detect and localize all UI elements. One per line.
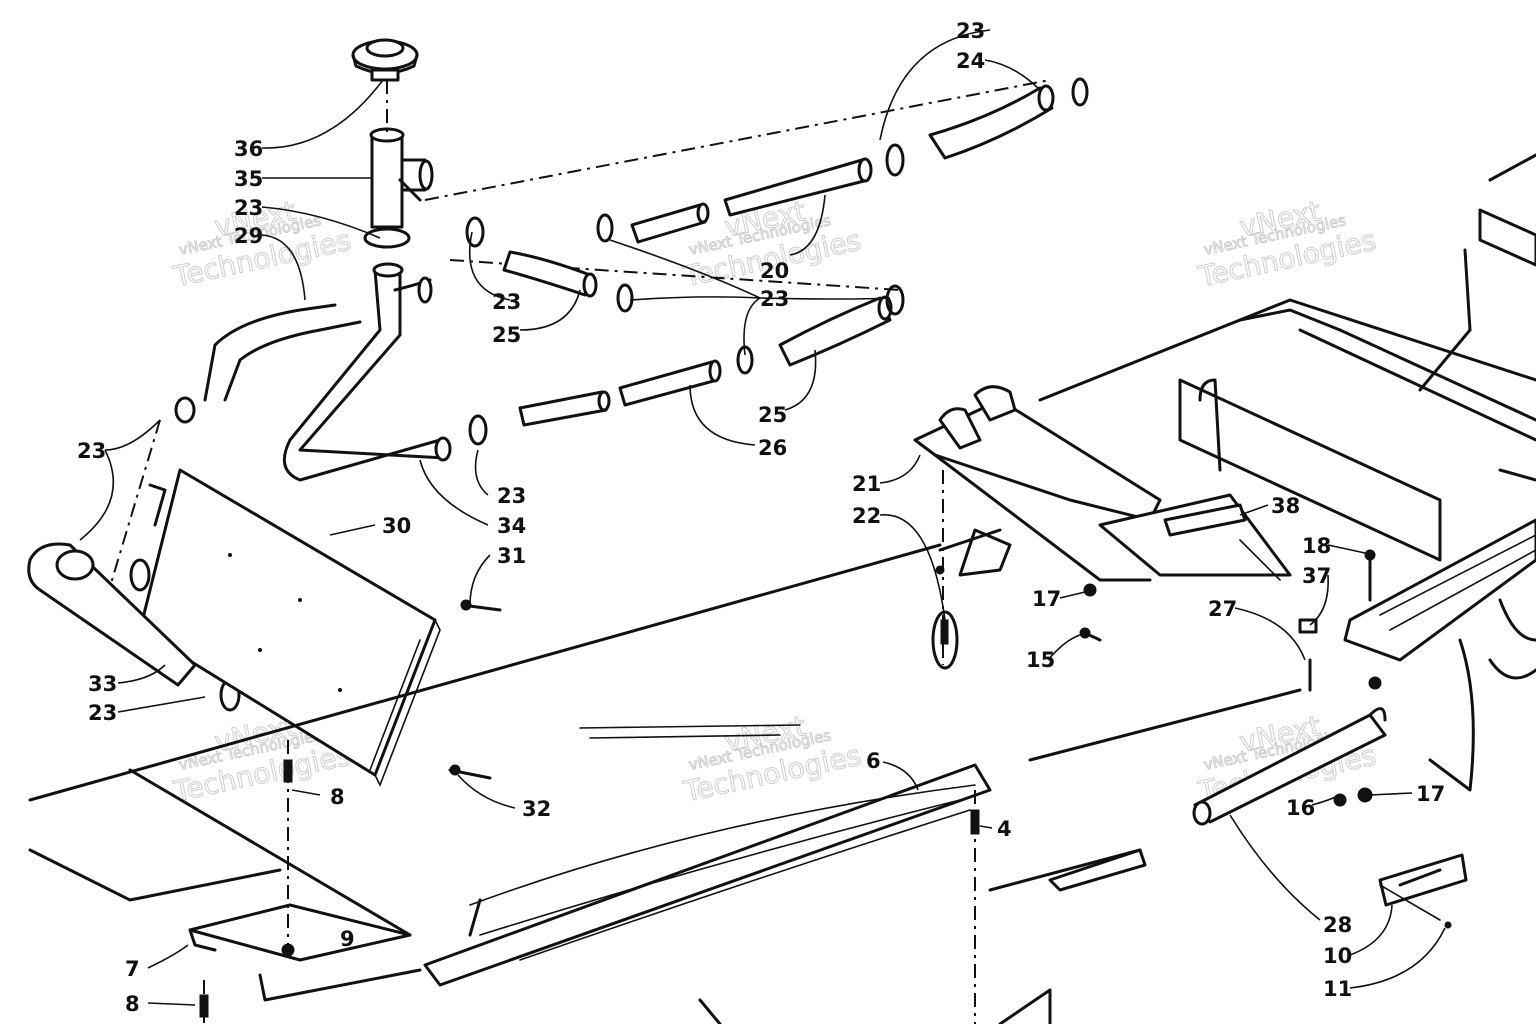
callout-label: 38 <box>1271 494 1300 518</box>
axis-line <box>449 259 901 291</box>
callout-label: 17 <box>1032 587 1061 611</box>
callout-label: 21 <box>852 472 881 496</box>
callout-label: 23 <box>77 439 106 463</box>
callout-label: 16 <box>1286 796 1315 820</box>
callout-label: 31 <box>497 544 526 568</box>
watermark: vNext Technologies vNext Technologies <box>680 709 865 809</box>
axis-line <box>424 79 1051 201</box>
callout-label: 24 <box>956 49 985 73</box>
callout-label: 30 <box>382 514 411 538</box>
watermark: vNext Technologies vNext Technologies <box>1195 194 1380 294</box>
hose-25-right <box>778 295 893 367</box>
bracket-7 <box>188 903 412 962</box>
small-fasteners <box>931 470 1382 807</box>
drain-fittings <box>448 599 502 780</box>
callout-label: 26 <box>758 436 787 460</box>
running-board <box>423 763 1147 987</box>
callout-label: 23 <box>956 19 985 43</box>
callout-label: 28 <box>1323 913 1352 937</box>
callout-label: 8 <box>330 785 345 809</box>
callout-label: 33 <box>88 672 117 696</box>
callout-labels: 36 35 23 29 23 25 20 23 24 23 25 26 23 3… <box>77 19 1445 1016</box>
callout-label: 27 <box>1208 597 1237 621</box>
callout-label: 6 <box>866 749 881 773</box>
hose-29 <box>203 303 362 402</box>
callout-label: 7 <box>125 957 140 981</box>
callout-label: 22 <box>852 504 881 528</box>
callout-label: 23 <box>492 290 521 314</box>
rear-frame <box>1038 153 1536 792</box>
callout-label: 32 <box>522 797 551 821</box>
callout-label: 10 <box>1323 944 1352 968</box>
chassis-tunnel <box>28 543 1302 1024</box>
callout-label: 11 <box>1323 977 1352 1001</box>
callout-label: 35 <box>234 167 263 191</box>
hose-25-left <box>502 250 598 298</box>
callout-label: 23 <box>760 287 789 311</box>
callout-label: 9 <box>340 927 355 951</box>
callout-label: 15 <box>1026 648 1055 672</box>
bracket-21 <box>913 385 1162 582</box>
seat-bracket-38 <box>1098 493 1292 581</box>
leader-lines <box>79 29 1446 1006</box>
callout-label: 23 <box>234 196 263 220</box>
callout-label: 29 <box>234 224 263 248</box>
hose-26-lower <box>518 359 722 427</box>
callout-label: 8 <box>125 992 140 1016</box>
plate-10 <box>1378 853 1468 929</box>
hose-33 <box>27 483 197 687</box>
callout-label: 18 <box>1302 534 1331 558</box>
filler-neck <box>363 127 434 249</box>
radiator <box>138 468 441 787</box>
radiator-cap <box>351 38 419 82</box>
callout-label: 4 <box>997 817 1012 841</box>
callout-label: 17 <box>1416 782 1445 806</box>
callout-label: 34 <box>497 514 526 538</box>
callout-label: 23 <box>88 701 117 725</box>
callout-label: 37 <box>1302 564 1331 588</box>
callout-label: 23 <box>497 484 526 508</box>
callout-label: 25 <box>758 403 787 427</box>
hose-clamps <box>129 77 1089 712</box>
callout-label: 36 <box>234 137 263 161</box>
hose-20 <box>630 157 873 244</box>
rear-hose-28 <box>1192 707 1387 826</box>
hose-upper-24 <box>928 84 1055 160</box>
callout-label: 25 <box>492 323 521 347</box>
hose-34 <box>282 262 452 482</box>
bolts <box>199 740 980 1024</box>
callout-label: 20 <box>760 259 789 283</box>
